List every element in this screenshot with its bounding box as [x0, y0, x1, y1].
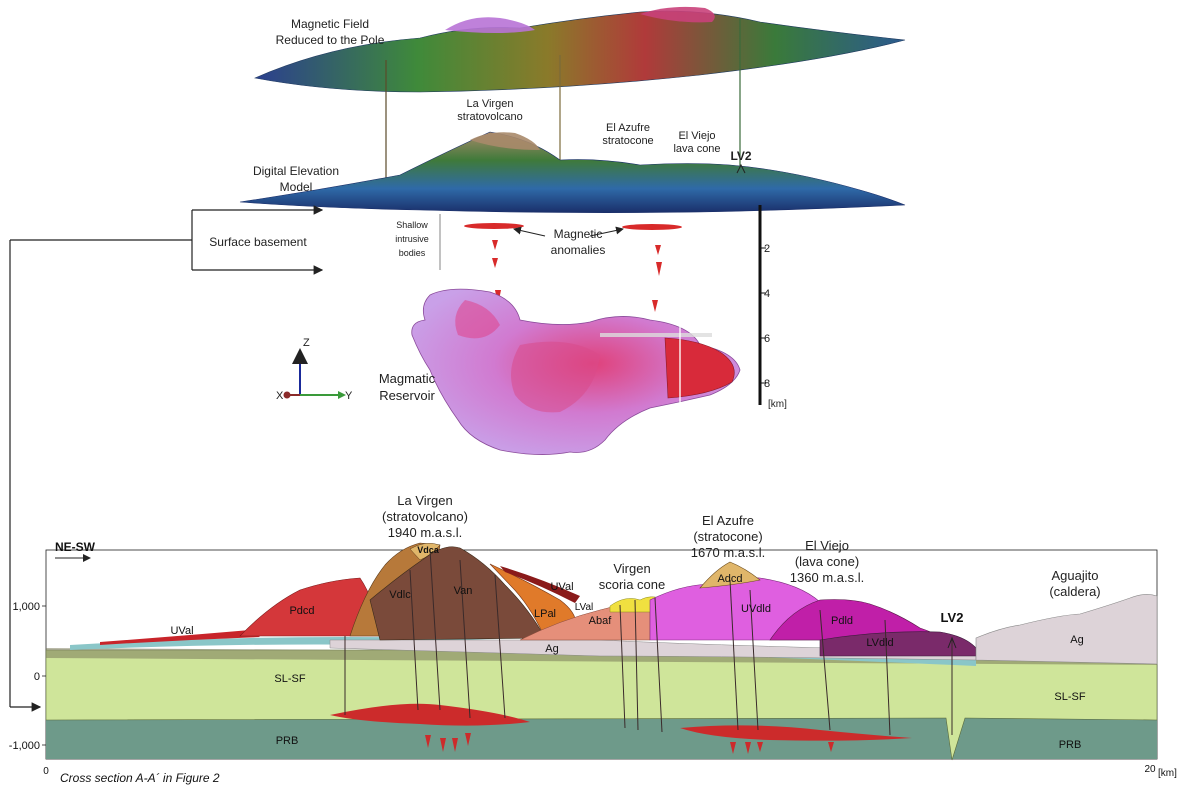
scale-tick-4: 4 [764, 288, 770, 300]
la-virgen-top-label-2: stratovolcano [457, 111, 522, 123]
scale-tick-6: 6 [764, 333, 770, 345]
aguajito-label-2: (caldera) [1049, 584, 1100, 599]
ag-mid-label: Ag [545, 643, 558, 655]
surface-basement-label: Surface basement [209, 235, 307, 249]
y-tick-label-1000: 1,000 [12, 601, 40, 613]
lval-label: LVal [575, 602, 594, 613]
x-unit: [km] [1158, 768, 1177, 779]
scale-tick-2: 2 [764, 243, 770, 255]
dem-label-1: Digital Elevation [253, 164, 339, 178]
virgen-scoria-label-1: Virgen [613, 561, 650, 576]
lv2-top-label: LV2 [730, 149, 751, 163]
dem-surface [240, 132, 905, 213]
adcd-label: Adcd [717, 573, 742, 585]
axis-y-label: Y [345, 390, 353, 402]
xyz-axis-gizmo [284, 350, 347, 399]
la-virgen-top-label-1: La Virgen [467, 98, 514, 110]
el-viejo-section-label-3: 1360 m.a.s.l. [790, 570, 864, 585]
la-virgen-section-label-2: (stratovolcano) [382, 509, 468, 524]
ag-right-label: Ag [1070, 634, 1083, 646]
mag-field-label-1: Magnetic Field [291, 17, 369, 31]
slsf-left-label: SL-SF [274, 673, 305, 685]
pdcd-label: Pdcd [289, 605, 314, 617]
prb-right-label: PRB [1059, 739, 1082, 751]
slsf-right-label: SL-SF [1054, 691, 1085, 703]
lv2-section-label: LV2 [941, 610, 964, 625]
uvdld-label: UVdld [741, 603, 771, 615]
x-tick-label-0: 0 [43, 766, 49, 777]
lvdld-label: LVdld [866, 637, 893, 649]
cross-section-caption: Cross section A-A´ in Figure 2 [60, 771, 220, 785]
scale-unit: [km] [768, 399, 787, 410]
van-label: Van [454, 585, 473, 597]
unit-prb [46, 715, 1157, 759]
el-azufre-top-label-2: stratocone [602, 135, 653, 147]
y-tick-label-0: 0 [34, 671, 40, 683]
shallow-label-2: intrusive [395, 234, 429, 244]
reservoir-label-2: Reservoir [379, 388, 435, 403]
el-viejo-top-label-2: lava cone [673, 143, 720, 155]
el-viejo-section-label-2: (lava cone) [795, 554, 859, 569]
pdld-label: Pdld [831, 615, 853, 627]
abaf-label: Abaf [589, 615, 613, 627]
anomaly-arrow-left [514, 229, 545, 236]
uval-right-label: UVal [550, 581, 573, 593]
shallow-label-3: bodies [399, 248, 426, 258]
el-viejo-section-label-1: El Viejo [805, 538, 849, 553]
dem-label-2: Model [280, 180, 313, 194]
mag-anomalies-label-2: anomalies [551, 243, 606, 257]
mag-anomalies-label-1: Magnetic [554, 227, 603, 241]
x-tick-label-20: 20 [1144, 764, 1156, 775]
scale-tick-8: 8 [764, 378, 770, 390]
magmatic-reservoir [412, 289, 740, 454]
y-tick-label-minus1000: -1,000 [9, 740, 40, 752]
aguajito-label-1: Aguajito [1052, 568, 1099, 583]
reservoir-label-1: Magmatic [379, 371, 436, 386]
el-azufre-section-label-1: El Azufre [702, 513, 754, 528]
lpal-label: LPal [534, 608, 556, 620]
uval-left-label: UVal [170, 625, 193, 637]
el-viejo-top-label-1: El Viejo [678, 130, 715, 142]
orientation-label: NE-SW [55, 540, 96, 554]
prb-left-label: PRB [276, 735, 299, 747]
depth-scale-bar [760, 205, 766, 405]
virgen-scoria-label-2: scoria cone [599, 577, 665, 592]
la-virgen-section-label-1: La Virgen [397, 493, 452, 508]
shallow-label-1: Shallow [396, 220, 428, 230]
el-azufre-section-label-2: (stratocone) [693, 529, 762, 544]
la-virgen-section-label-3: 1940 m.a.s.l. [388, 525, 462, 540]
vdlc-label: Vdlc [389, 589, 411, 601]
mag-field-label-2: Reduced to the Pole [276, 33, 385, 47]
axis-z-label: Z [303, 337, 310, 349]
el-azufre-top-label-1: El Azufre [606, 122, 650, 134]
el-azufre-section-label-3: 1670 m.a.s.l. [691, 545, 765, 560]
axis-x-label: X [276, 390, 284, 402]
vdca-label: Vdca [417, 545, 440, 555]
